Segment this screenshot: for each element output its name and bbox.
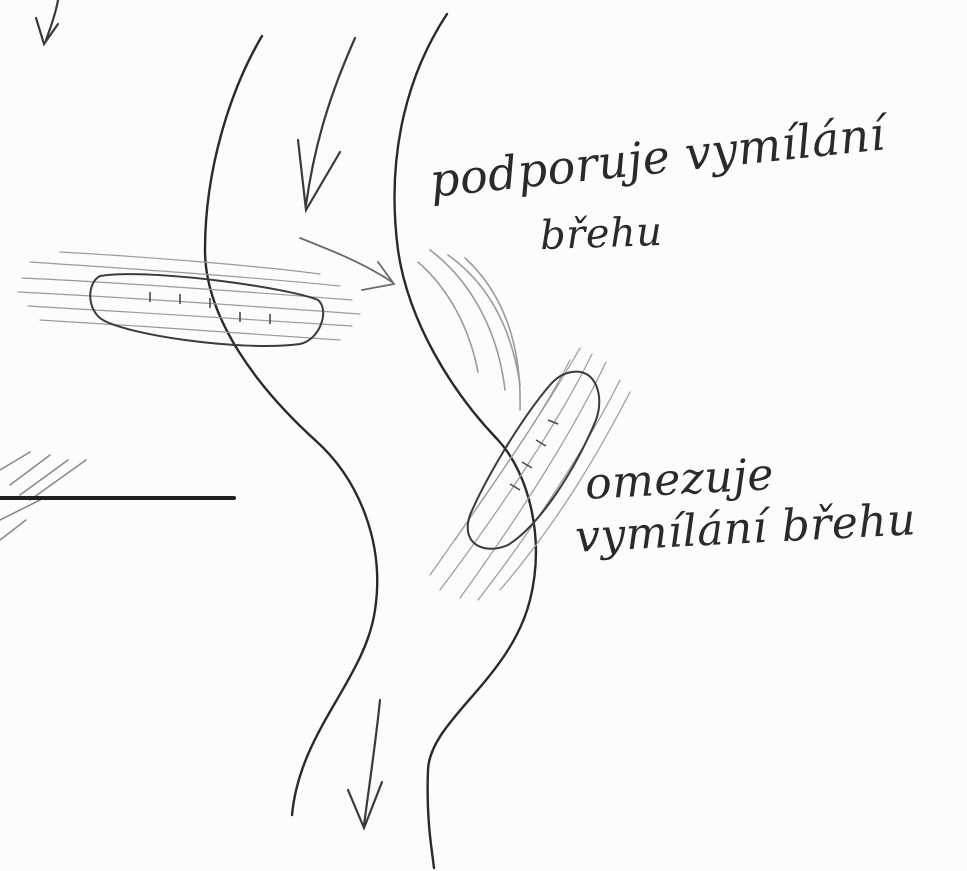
annotation-erosion-limit-line1: omezuje <box>584 453 775 507</box>
river-right-bank <box>395 14 536 868</box>
erosion-lines <box>418 250 520 410</box>
flow-arrow-top <box>298 38 355 210</box>
current-arrow-to-bank <box>300 238 394 290</box>
flow-arrow-bottom <box>348 700 382 828</box>
groyne-left <box>18 252 360 346</box>
left-edge-groyne-fragment <box>0 452 234 540</box>
top-left-arrow-fragment <box>36 0 58 44</box>
river-left-bank <box>205 36 377 815</box>
annotation-erosion-promote-line2: břehu <box>539 212 663 256</box>
